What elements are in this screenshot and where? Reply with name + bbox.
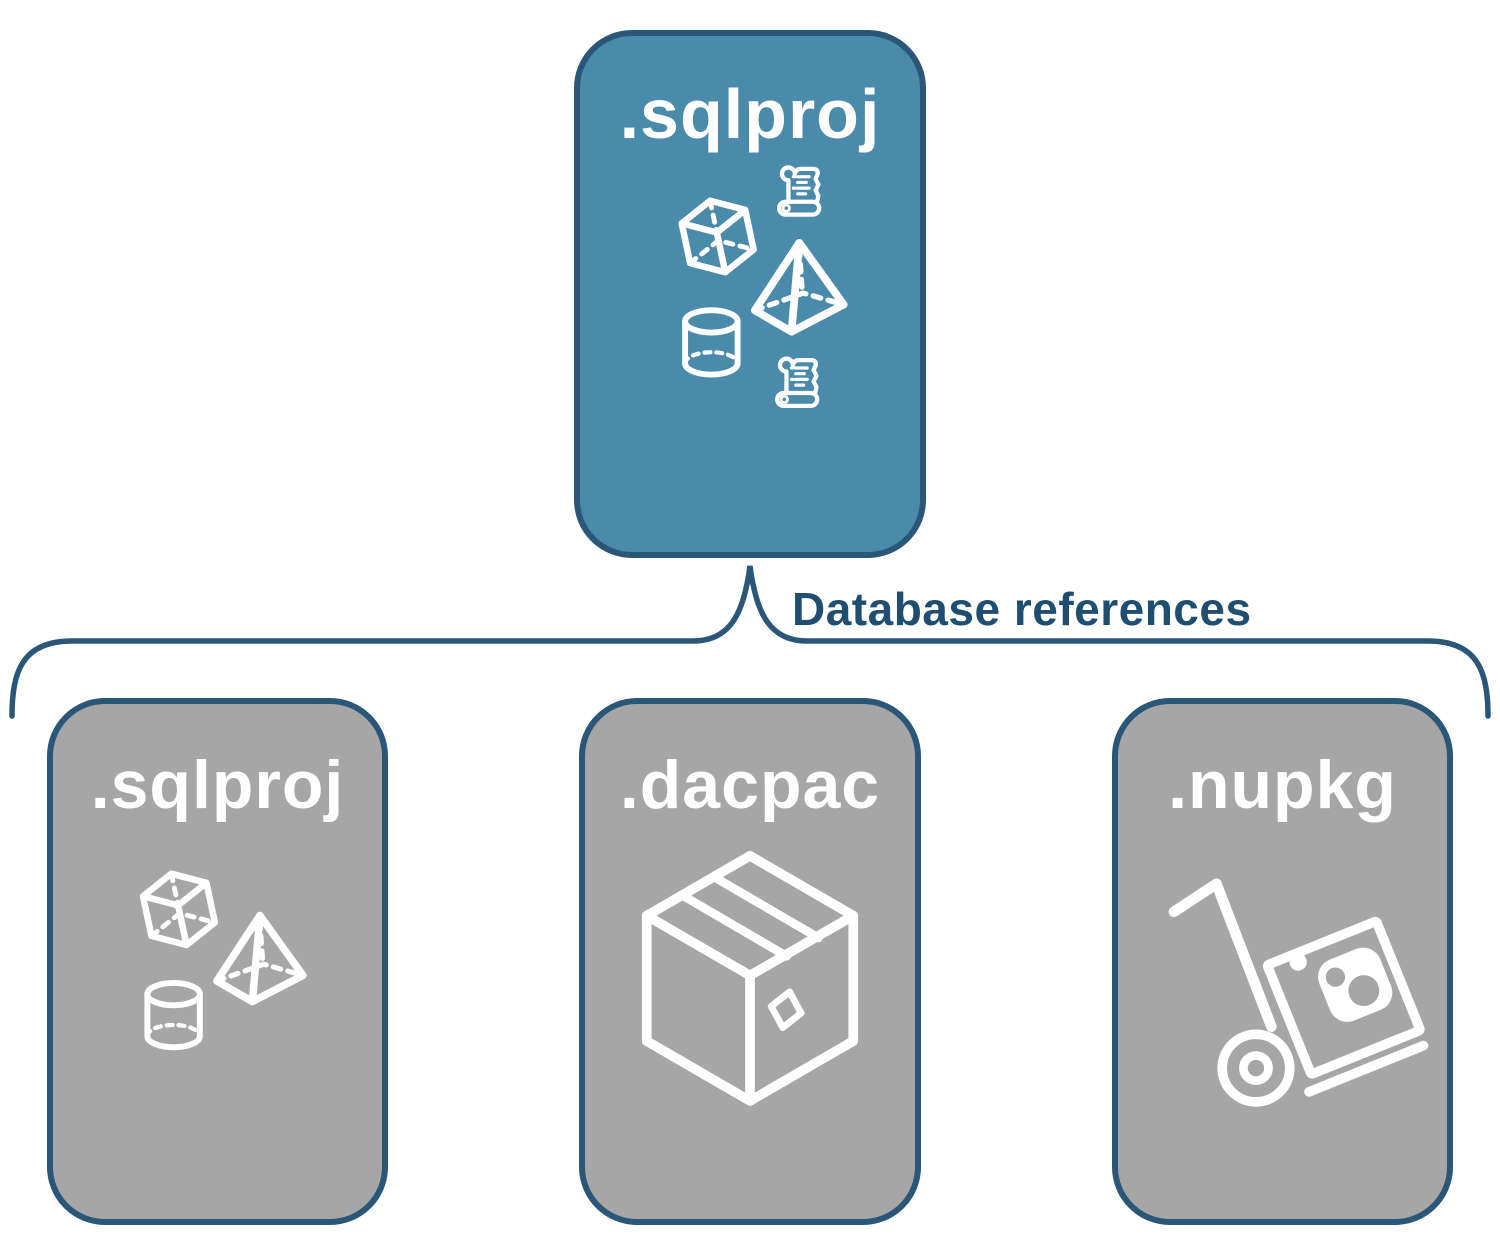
hand-truck-handle	[1168, 878, 1222, 918]
nuget-logo	[1289, 947, 1393, 1022]
node-child-dacpac-title: .dacpac	[619, 747, 881, 823]
wheel-hub	[1239, 1051, 1273, 1085]
brace-path	[9, 565, 1491, 719]
node-child-nupkg-title: .nupkg	[1168, 747, 1397, 823]
node-child-sqlproj-title: .sqlproj	[90, 747, 345, 823]
sql-objects-and-scripts-icon-group	[678, 165, 848, 408]
script-scroll-icon	[776, 165, 822, 217]
connector-label: Database references	[792, 583, 1252, 635]
package-box-shape	[641, 851, 859, 1106]
nuget-hand-truck-icon	[1168, 878, 1429, 1107]
script-scroll-icon	[775, 356, 820, 408]
cylinder-icon	[144, 980, 203, 1051]
hand-truck-frame	[1211, 878, 1277, 1032]
node-child-sqlproj: .sqlproj	[47, 698, 388, 1225]
nuget-package	[1262, 916, 1429, 1097]
node-root-sqlproj: .sqlproj	[574, 30, 926, 558]
cube-icon	[678, 197, 757, 276]
pyramid-icon	[213, 911, 307, 1006]
sql-objects-icon-group	[139, 870, 307, 1051]
cube-icon	[139, 870, 219, 949]
hand-truck-toe-plate	[1304, 1040, 1429, 1097]
wheel-icon	[1217, 1029, 1295, 1107]
node-child-nupkg: .nupkg	[1112, 698, 1453, 1225]
node-root-title: .sqlproj	[619, 75, 881, 153]
node-child-dacpac: .dacpac	[579, 698, 921, 1225]
pyramid-icon	[750, 238, 848, 336]
cylinder-icon	[682, 307, 741, 378]
package-box-icon	[641, 851, 859, 1106]
